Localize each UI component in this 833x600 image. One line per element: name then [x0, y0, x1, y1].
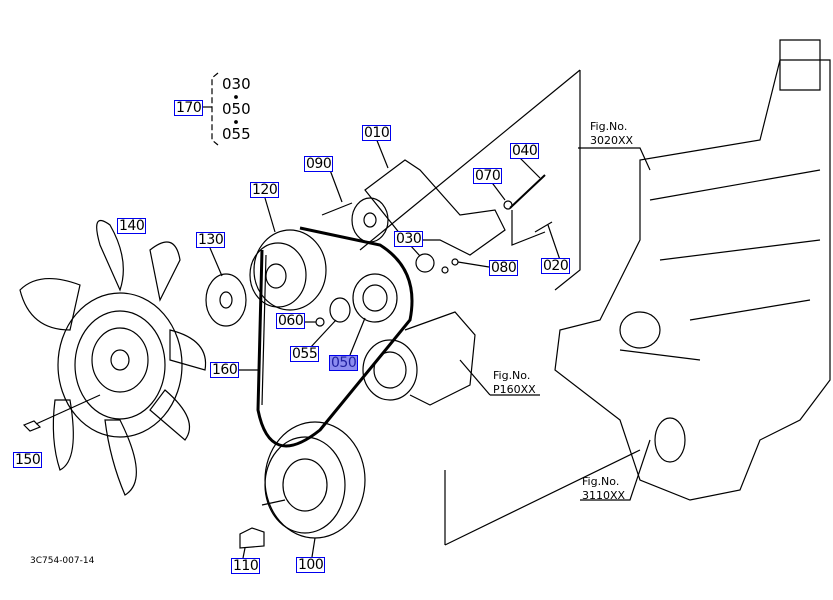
figure-ref-number: P160XX — [493, 383, 536, 396]
callout-060[interactable]: 060 — [276, 313, 306, 329]
callout-055[interactable]: 055 — [290, 346, 320, 362]
figure-ref-label: Fig.No. — [582, 475, 620, 488]
fan-drawing — [19, 220, 207, 496]
callout-030[interactable]: 030 — [394, 231, 424, 247]
callout-100[interactable]: 100 — [296, 557, 326, 573]
callout-120[interactable]: 120 — [250, 182, 280, 198]
callout-130[interactable]: 130 — [196, 232, 226, 248]
kit-item: 055 — [222, 125, 251, 143]
figure-ref-label: Fig.No. — [493, 369, 531, 382]
kit-item: 050 — [222, 100, 251, 118]
callout-110[interactable]: 110 — [231, 558, 261, 574]
figure-ref-number: 3020XX — [590, 134, 634, 147]
diagram-code: 3C754-007-14 — [30, 556, 95, 566]
callout-160[interactable]: 160 — [210, 362, 240, 378]
figure-ref-3110xx[interactable]: Fig.No.3110XX — [582, 475, 625, 503]
figure-ref-number: 3110XX — [582, 489, 626, 502]
kit-item: 030 — [222, 75, 251, 93]
figure-ref-3020xx[interactable]: Fig.No.3020XX — [590, 120, 633, 148]
callout-070[interactable]: 070 — [473, 168, 503, 184]
callout-050-selected[interactable]: 050 — [329, 355, 359, 371]
callout-020[interactable]: 020 — [541, 258, 571, 274]
callout-040[interactable]: 040 — [510, 143, 540, 159]
callout-170[interactable]: 170 — [174, 100, 204, 116]
callout-150[interactable]: 150 — [13, 452, 43, 468]
callout-010[interactable]: 010 — [362, 125, 392, 141]
callout-080[interactable]: 080 — [489, 260, 519, 276]
figure-ref-label: Fig.No. — [590, 120, 628, 133]
callout-090[interactable]: 090 — [304, 156, 334, 172]
callout-140[interactable]: 140 — [117, 218, 147, 234]
figure-ref-p160xx[interactable]: Fig.No.P160XX — [493, 369, 536, 397]
